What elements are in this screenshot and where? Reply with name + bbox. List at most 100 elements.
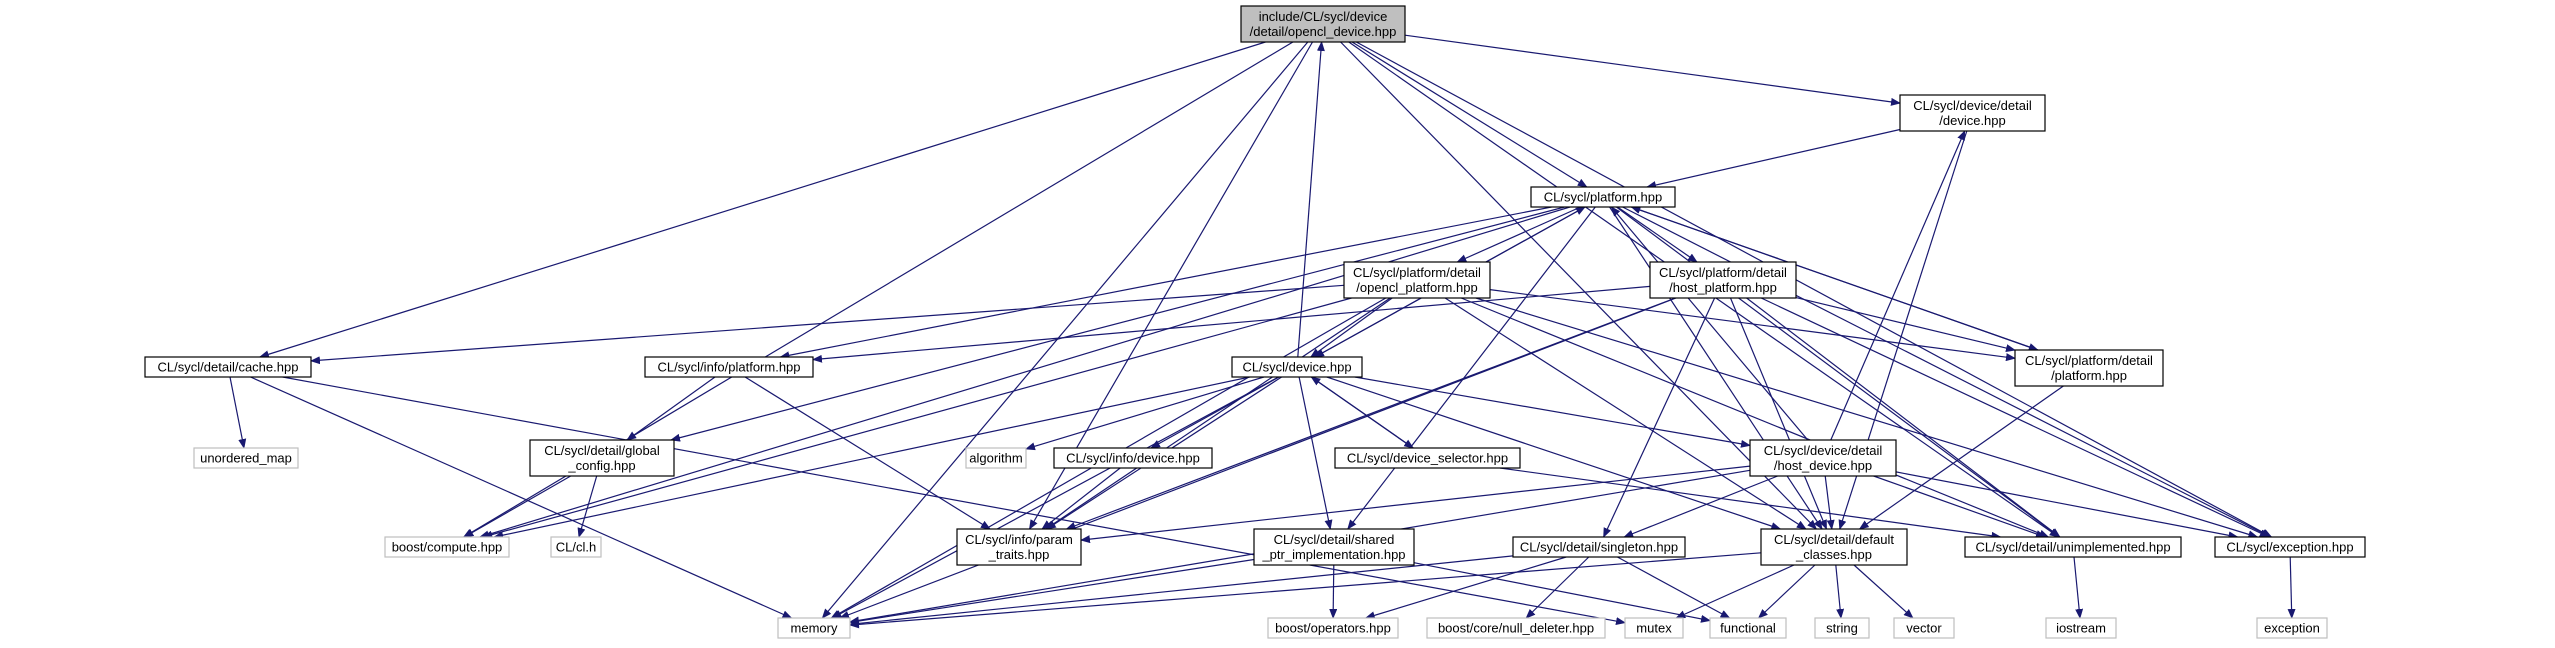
node-box [956,528,1082,566]
node-string[interactable]: string [1814,617,1870,639]
edge-host-platform-to-default-classes [1729,297,1828,530]
node-device-selector[interactable]: CL/sycl/device_selector.hpp [1334,447,1521,469]
edge-root-to-default-classes [1340,41,1818,530]
node-dev-detail-device[interactable]: CL/sycl/device/detail/device.hpp [1899,94,2046,132]
node-global-config[interactable]: CL/sycl/detail/global_config.hpp [529,439,675,477]
node-unordered-map[interactable]: unordered_map [193,447,299,469]
node-label-line: CL/sycl/platform/detail [2025,353,2153,368]
node-box [1343,261,1491,299]
edge-unimplemented-to-iostream [2073,556,2084,619]
node-box [1709,617,1787,639]
node-host-platform[interactable]: CL/sycl/platform/detail/host_platform.hp… [1649,261,1797,299]
edge-plat-detail-platform-to-default-classes [1858,385,2064,530]
node-box [1899,94,2046,132]
node-plat-detail-platform[interactable]: CL/sycl/platform/detail/platform.hpp [2014,349,2164,387]
node-label-line: CL/sycl/exception.hpp [2226,540,2353,555]
node-label-line: boost/compute.hpp [392,540,503,555]
edge-default-classes-to-functional [1757,564,1816,619]
node-box [1512,536,1686,558]
edge-cache-to-unordered-map [229,376,247,449]
node-singleton[interactable]: CL/sycl/detail/singleton.hpp [1512,536,1686,558]
edge-host-device-to-dev-detail-device [1830,130,1966,441]
edge-device-selector-to-unimplemented [1499,467,2002,540]
node-label-line: CL/sycl/info/param [965,532,1073,547]
node-unimplemented[interactable]: CL/sycl/detail/unimplemented.hpp [1964,536,2182,558]
node-label-line: CL/sycl/detail/default [1774,532,1894,547]
edge-root-to-platform [1351,41,1588,188]
node-boost-operators[interactable]: boost/operators.hpp [1267,617,1399,639]
edge-device-to-root [1297,41,1325,358]
edge-device-to-default-classes [1326,376,1782,530]
node-label-line: /opencl_platform.hpp [1356,280,1477,295]
node-shared-ptr[interactable]: CL/sycl/detail/shared_ptr_implementation… [1253,528,1415,566]
edge-cache-to-memory [250,376,793,619]
node-box [2014,349,2164,387]
edge-global-config-to-cl-h [577,475,598,538]
node-info-device[interactable]: CL/sycl/info/device.hpp [1053,447,1213,469]
node-device[interactable]: CL/sycl/device.hpp [1231,356,1363,378]
node-label-line: CL/sycl/device/detail [1913,98,2032,113]
node-box [1240,5,1406,43]
node-opencl-platform[interactable]: CL/sycl/platform/detail/opencl_platform.… [1343,261,1491,299]
node-memory[interactable]: memory [777,617,851,639]
node-vector[interactable]: vector [1893,617,1955,639]
node-exception-std[interactable]: exception [2256,617,2328,639]
node-label-line: /detail/opencl_device.hpp [1250,24,1397,39]
node-box [1649,261,1797,299]
edge-opencl-platform-to-plat-detail-platform [1489,289,2016,362]
node-cache[interactable]: CL/sycl/detail/cache.hpp [144,356,312,378]
edge-device-to-shared-ptr [1298,376,1333,530]
node-box [1749,439,1897,477]
node-functional[interactable]: functional [1709,617,1787,639]
edge-host-platform-to-singleton [1603,297,1716,538]
node-box [2214,536,2366,558]
edge-shared-ptr-to-functional [1413,562,1711,623]
edge-cache-to-mutex [282,376,1626,626]
edge-singleton-to-functional [1617,556,1731,619]
node-mutex[interactable]: mutex [1624,617,1684,639]
edge-device-to-algorithm [1025,376,1265,451]
node-exception[interactable]: CL/sycl/exception.hpp [2214,536,2366,558]
node-box [2256,617,2328,639]
node-label-line: _config.hpp [567,458,635,473]
edge-layer [229,34,2296,629]
node-label-line: _classes.hpp [1795,547,1872,562]
node-box [1964,536,2182,558]
node-host-device[interactable]: CL/sycl/device/detail/host_device.hpp [1749,439,1897,477]
node-label-line: CL/sycl/device.hpp [1242,360,1351,375]
edge-opencl-platform-to-unimplemented [1460,297,2050,538]
node-box [1760,528,1908,566]
node-boost-compute[interactable]: boost/compute.hpp [384,536,510,558]
edge-platform-to-boost-compute [479,206,1571,539]
edge-shared-ptr-to-boost-operators [1329,564,1338,619]
edge-default-classes-to-vector [1853,564,1914,619]
edge-host-platform-to-plat-detail-platform [1795,297,2016,352]
node-info-platform[interactable]: CL/sycl/info/platform.hpp [644,356,814,378]
edge-info-platform-to-param-traits [744,376,991,530]
edge-host-device-to-unimplemented [1873,475,2046,538]
node-label-line: boost/core/null_deleter.hpp [1438,621,1594,636]
node-cl-h[interactable]: CL/cl.h [550,536,602,558]
node-default-classes[interactable]: CL/sycl/detail/default_classes.hpp [1760,528,1908,566]
node-box [1814,617,1870,639]
node-algorithm[interactable]: algorithm [965,447,1027,469]
node-layer: include/CL/sycl/device/detail/opencl_dev… [144,5,2366,639]
node-box [1426,617,1606,639]
node-root[interactable]: include/CL/sycl/device/detail/opencl_dev… [1240,5,1406,43]
edge-singleton-to-memory [849,555,1514,628]
edge-exception-to-exception-std [2287,556,2296,619]
node-box [1253,528,1415,566]
node-label-line: CL/sycl/device_selector.hpp [1347,451,1508,466]
node-box [1053,447,1213,469]
node-iostream[interactable]: iostream [2045,617,2117,639]
edge-opencl-platform-to-exception [1475,297,2259,539]
node-null-deleter[interactable]: boost/core/null_deleter.hpp [1426,617,1606,639]
edge-platform-to-info-platform [779,206,1552,360]
node-param-traits[interactable]: CL/sycl/info/param_traits.hpp [956,528,1082,566]
node-label-line: /host_platform.hpp [1669,280,1777,295]
edge-dev-detail-device-to-platform [1646,128,1901,189]
edge-info-platform-to-global-config [626,376,716,441]
node-platform[interactable]: CL/sycl/platform.hpp [1530,186,1676,208]
node-box [2045,617,2117,639]
